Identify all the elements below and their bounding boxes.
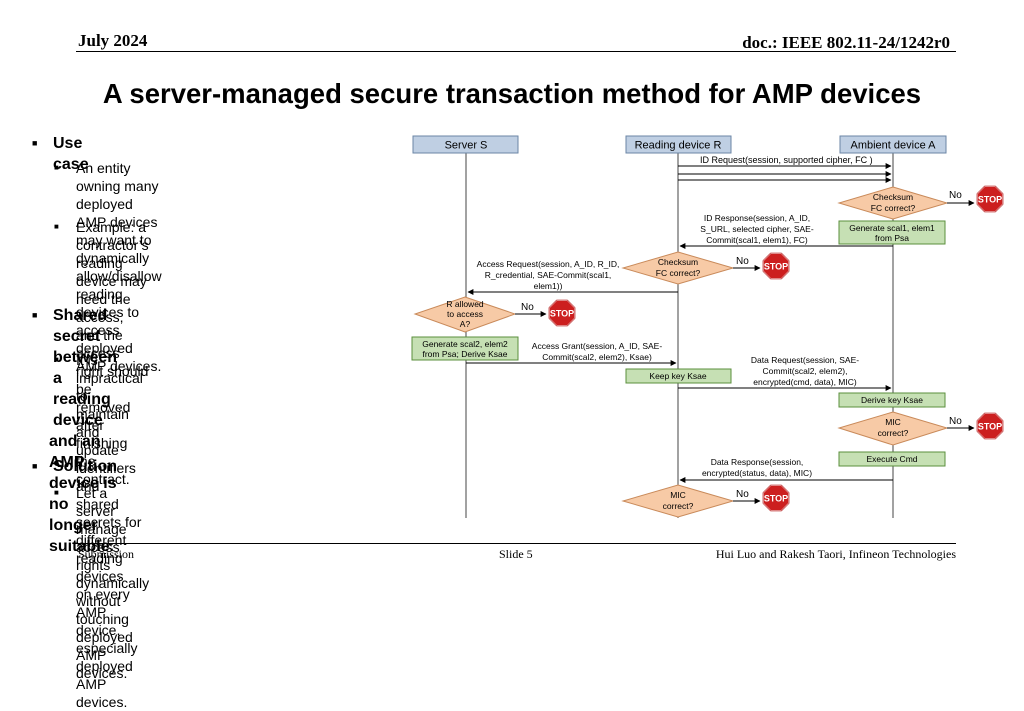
svg-text:to access: to access (447, 309, 483, 319)
stop-sign-icon: STOP (762, 252, 790, 280)
svg-text:Execute Cmd: Execute Cmd (866, 454, 917, 464)
action-generate-scal1: Generate scal1, elem1 from Psa (838, 220, 946, 245)
svg-text:from Psa; Derive Ksae: from Psa; Derive Ksae (422, 349, 507, 359)
sequence-diagram: Server S Reading device R Ambient device… (411, 135, 1004, 518)
svg-text:Access Grant(session, A_ID, S: Access Grant(session, A_ID, SAE- (532, 341, 663, 351)
header-date: July 2024 (78, 31, 148, 50)
svg-text:Keep key Ksae: Keep key Ksae (649, 371, 706, 381)
bullet-square-icon: ■ (32, 310, 38, 320)
svg-text:Commit(scal1, elem1), FC): Commit(scal1, elem1), FC) (706, 235, 808, 245)
sub-bullet-use-case-2: ■ Example: a contractor’s reading device… (54, 219, 149, 487)
svg-text:Access Request(session, A_ID,: Access Request(session, A_ID, R_ID, (477, 259, 620, 269)
stop-sign-icon: STOP (762, 484, 790, 512)
svg-text:STOP: STOP (978, 422, 1002, 432)
no-branch-r-allowed: No (515, 302, 547, 317)
svg-text:Data Request(session, SAE-: Data Request(session, SAE- (751, 355, 859, 365)
footer-authors: Hui Luo and Rakesh Taori, Infineon Techn… (715, 547, 956, 561)
svg-text:STOP: STOP (978, 195, 1002, 205)
decision-mic-ambient: MIC correct? (837, 411, 949, 446)
svg-text:MIC: MIC (885, 417, 901, 427)
svg-text:STOP: STOP (764, 494, 788, 504)
svg-text:correct?: correct? (878, 428, 909, 438)
message-id-response: ID Response(session, A_ID, S_URL, select… (679, 213, 893, 249)
svg-text:Server S: Server S (445, 140, 488, 152)
action-generate-scal2: Generate scal2, elem2 from Psa; Derive K… (411, 336, 519, 361)
bullet-square-icon: ■ (54, 222, 59, 231)
header-doc-id: doc.: IEEE 802.11-24/1242r0 (742, 33, 950, 52)
svg-text:Checksum: Checksum (658, 257, 698, 267)
svg-text:from Psa: from Psa (875, 233, 909, 243)
bullet-square-icon: ■ (32, 461, 38, 471)
svg-text:encrypted(status, data), MIC: encrypted(status, data), MIC) (702, 468, 812, 478)
svg-text:Ambient device A: Ambient device A (851, 140, 937, 152)
bullet-use-case: ■ Use case (32, 135, 89, 173)
svg-text:Generate scal2, elem2: Generate scal2, elem2 (422, 339, 508, 349)
stop-sign-icon: STOP (976, 412, 1004, 440)
no-branch-checksum-reader: No (733, 256, 761, 271)
svg-text:Derive key Ksae: Derive key Ksae (861, 395, 923, 405)
message-id-request: ID Request(session, supported cipher, FC… (678, 155, 892, 183)
svg-text:FC correct?: FC correct? (656, 268, 701, 278)
svg-text:Reading device R: Reading device R (635, 140, 722, 152)
action-derive-key: Derive key Ksae (838, 392, 946, 408)
message-access-grant: Access Grant(session, A_ID, SAE- Commit(… (466, 341, 677, 366)
bullet-solution: ■ Solution (32, 458, 117, 475)
bullet-shared-secret: ■ Shared secret between a reading device… (32, 307, 118, 555)
svg-text:Commit(scal2, elem2), Ksae): Commit(scal2, elem2), Ksae) (542, 352, 652, 362)
decision-mic-reader: MIC correct? (621, 484, 735, 518)
header-divider (76, 51, 956, 52)
decision-checksum-ambient: Checksum FC correct? (837, 186, 949, 220)
message-access-request: Access Request(session, A_ID, R_ID, R_cr… (467, 259, 678, 295)
stop-sign-icon: STOP (976, 185, 1004, 213)
slide-title: A server-managed secure transaction meth… (102, 78, 922, 109)
svg-text:MIC: MIC (670, 490, 686, 500)
svg-text:Generate scal1, elem1: Generate scal1, elem1 (849, 223, 935, 233)
svg-text:Commit(scal2, elem2),: Commit(scal2, elem2), (762, 366, 847, 376)
svg-text:ID Request(session, supported: ID Request(session, supported cipher, FC… (700, 155, 873, 165)
svg-text:correct?: correct? (663, 501, 694, 511)
decision-checksum-reader: Checksum FC correct? (621, 251, 735, 285)
svg-text:ID Response(session, A_ID,: ID Response(session, A_ID, (704, 213, 810, 223)
svg-text:elem1)): elem1)) (534, 281, 563, 291)
svg-text:No: No (949, 190, 962, 201)
svg-text:Data Response(session,: Data Response(session, (711, 457, 804, 467)
svg-text:STOP: STOP (764, 262, 788, 272)
footer-slide-number: Slide 5 (499, 547, 533, 561)
lane-ambient: Ambient device A (839, 135, 947, 154)
lane-server: Server S (412, 135, 519, 154)
svg-text:No: No (521, 302, 534, 313)
svg-text:No: No (949, 416, 962, 427)
no-branch-mic-reader: No (733, 489, 761, 504)
footer-divider (76, 543, 956, 544)
action-keep-key: Keep key Ksae (625, 368, 732, 384)
sub-bullet-use-case-1: ■ An entity owning many deployed AMP dev… (54, 160, 162, 374)
svg-text:R_credential, SAE-Commit(scal: R_credential, SAE-Commit(scal1, (485, 270, 612, 280)
message-data-request: Data Request(session, SAE- Commit(scal2,… (678, 355, 892, 391)
svg-text:No: No (736, 256, 749, 267)
svg-text:encrypted(cmd, data), MIC): encrypted(cmd, data), MIC) (753, 377, 857, 387)
svg-text:STOP: STOP (550, 309, 574, 319)
action-execute-cmd: Execute Cmd (838, 451, 946, 467)
bullet-square-icon: ■ (54, 163, 59, 172)
no-branch-mic-ambient: No (947, 416, 975, 431)
svg-text:R allowed: R allowed (446, 299, 484, 309)
bullet-square-icon: ■ (54, 488, 59, 497)
message-data-response: Data Response(session, encrypted(status,… (679, 457, 893, 483)
bullet-square-icon: ■ (32, 138, 38, 148)
lane-reader: Reading device R (625, 135, 732, 154)
decision-r-allowed: R allowed to access A? (413, 296, 517, 333)
svg-text:FC correct?: FC correct? (871, 203, 916, 213)
no-branch-checksum-ambient: No (947, 190, 975, 206)
bullet-square-icon: ■ (54, 355, 59, 364)
svg-text:A?: A? (460, 319, 471, 329)
stop-sign-icon: STOP (548, 299, 576, 327)
footer-submission: Submission (78, 547, 135, 561)
svg-text:No: No (736, 489, 749, 500)
svg-text:S_URL, selected cipher, SAE-: S_URL, selected cipher, SAE- (700, 224, 814, 234)
svg-text:Checksum: Checksum (873, 192, 913, 202)
